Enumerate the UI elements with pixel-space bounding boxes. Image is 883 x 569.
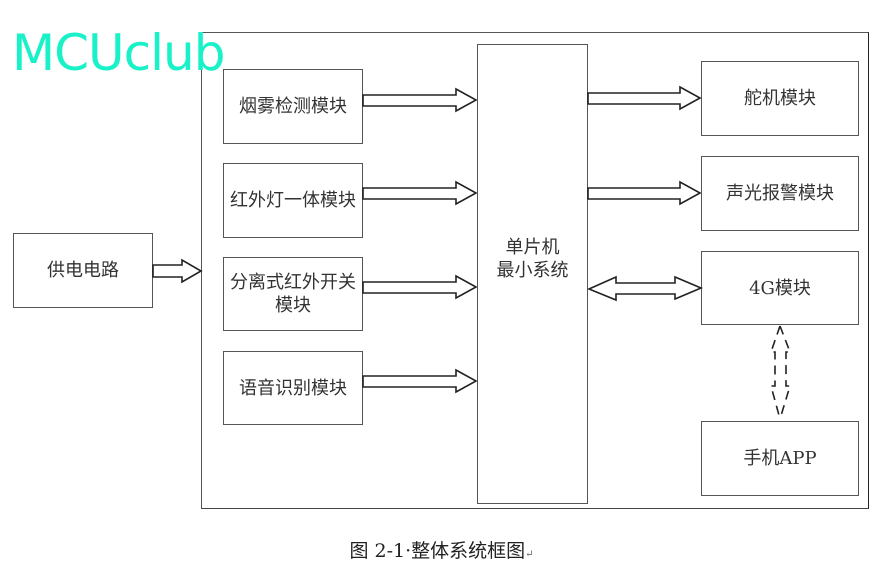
arrow-power-to-system	[152, 258, 203, 284]
ir-switch-block: 分离式红外开关 模块	[223, 257, 363, 331]
power-supply-block: 供电电路	[13, 233, 153, 308]
arrow-voice-to-mcu	[362, 368, 478, 394]
watermark-logo: MCUclub	[12, 24, 225, 82]
alarm-label: 声光报警模块	[726, 183, 834, 204]
mobile-app-label: 手机APP	[743, 448, 817, 469]
mcu-minimum-system-block: 单片机 最小系统	[477, 44, 588, 504]
servo-block: 舵机模块	[701, 61, 859, 136]
servo-label: 舵机模块	[744, 88, 816, 109]
mcu-label: 单片机 最小系统	[496, 237, 569, 281]
power-supply-label: 供电电路	[47, 260, 119, 281]
arrow-ir-switch-to-mcu	[362, 274, 478, 300]
voice-recognition-label: 语音识别模块	[239, 377, 347, 399]
mobile-app-block: 手机APP	[701, 421, 859, 496]
arrow-mcu-to-alarm	[587, 180, 702, 206]
infrared-lamp-block: 红外灯一体模块	[223, 163, 363, 238]
wireless-arrow-left-edge	[769, 325, 781, 420]
figure-caption-text: 图 2-1·整体系统框图	[349, 540, 526, 562]
paragraph-mark-icon: ↵	[525, 549, 534, 560]
infrared-lamp-label: 红外灯一体模块	[230, 190, 356, 211]
ir-switch-label: 分离式红外开关 模块	[230, 272, 356, 316]
wireless-dashed-arrow	[769, 325, 792, 420]
4g-module-label: 4G模块	[749, 277, 811, 299]
arrow-smoke-to-mcu	[362, 87, 478, 113]
voice-recognition-block: 语音识别模块	[223, 351, 363, 425]
figure-caption: 图 2-1·整体系统框图↵	[0, 536, 883, 563]
arrow-infrared-lamp-to-mcu	[362, 180, 478, 206]
4g-module-block: 4G模块	[701, 251, 859, 325]
smoke-detector-label: 烟雾检测模块	[239, 96, 347, 117]
arrow-mcu-to-servo	[587, 85, 702, 111]
alarm-block: 声光报警模块	[701, 156, 859, 231]
arrow-mcu-4g-bidirectional	[586, 275, 704, 302]
wireless-arrow-right-edge	[779, 325, 792, 420]
smoke-detector-block: 烟雾检测模块	[223, 69, 363, 144]
